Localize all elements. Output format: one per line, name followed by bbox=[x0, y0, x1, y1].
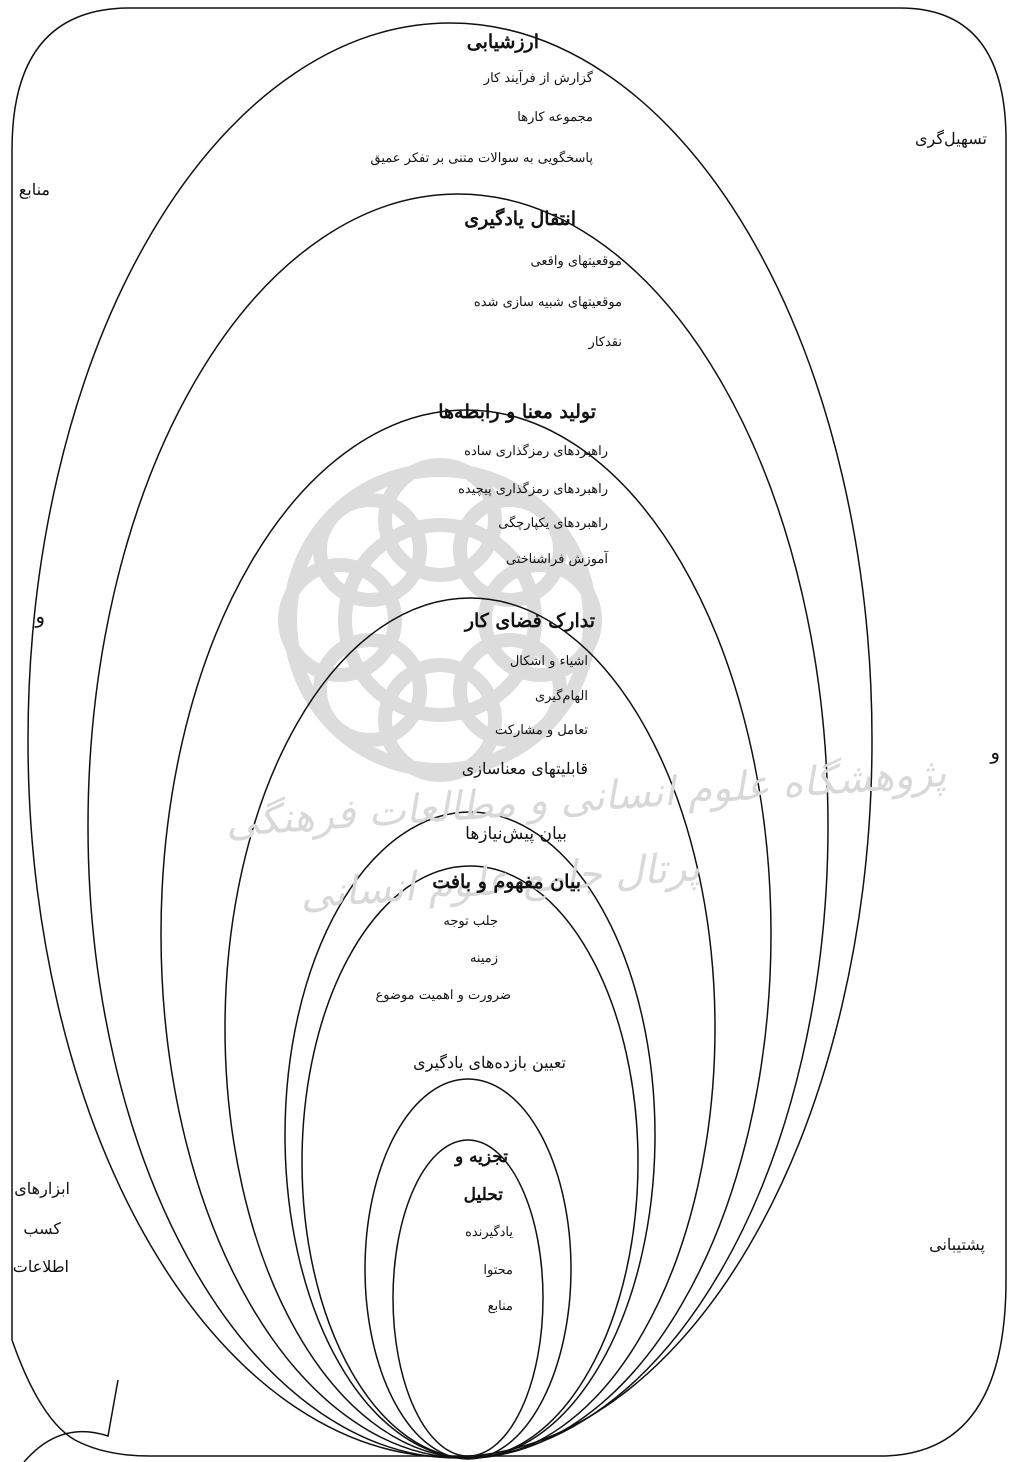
level-concept-item: جلب توجه bbox=[443, 914, 498, 929]
ellipse-concept bbox=[301, 865, 639, 1459]
label-facilitation: تسهیل‌گری bbox=[914, 129, 987, 148]
level-meaning-title: تولید معنا و رابطه‌ها bbox=[438, 401, 596, 423]
level-analysis-title: تجزیه و bbox=[454, 1147, 508, 1167]
level-analysis-item: منابع bbox=[487, 1299, 513, 1314]
level-concept-item: ضرورت و اهمیت موضوع bbox=[375, 988, 511, 1003]
level-workspace-item: الهام‌گیری bbox=[534, 689, 588, 704]
callout-tail bbox=[23, 1379, 119, 1462]
ellipse-analysis bbox=[392, 1139, 544, 1457]
level-transfer-item: نقدکار bbox=[588, 335, 622, 350]
ellipse-outcomes bbox=[364, 1078, 572, 1460]
level-outcomes-title: تعیین بازده‌های یادگیری bbox=[413, 1053, 566, 1072]
level-transfer-item: موقعیتهای واقعی bbox=[530, 254, 622, 269]
level-analysis-title-2: تحلیل bbox=[463, 1185, 503, 1205]
level-evaluation-item: پاسخگویی به سوالات متنی بر تفکر عمیق bbox=[370, 151, 594, 166]
watermark-rosette bbox=[278, 458, 602, 782]
label-tools: ابزارهای bbox=[14, 1179, 70, 1198]
level-evaluation-item: مجموعه کارها bbox=[517, 110, 593, 125]
level-meaning-item: آموزش فراشناختی bbox=[505, 552, 608, 567]
level-workspace-item: تعامل و مشارکت bbox=[495, 723, 588, 738]
level-concept-item: زمینه bbox=[469, 951, 498, 966]
ellipse-evaluation bbox=[27, 22, 873, 1458]
level-analysis-item: محتوا bbox=[483, 1263, 513, 1278]
label-information: اطلاعات bbox=[12, 1257, 69, 1276]
label-resources: منابع bbox=[18, 180, 50, 199]
outer-frame bbox=[11, 7, 1007, 1457]
level-transfer-title: انتقال یادگیری bbox=[464, 208, 576, 230]
label-and-right: و bbox=[990, 740, 1000, 764]
label-and-left: و bbox=[35, 604, 45, 628]
level-meaning-item: راهبردهای رمزگذاری ساده bbox=[464, 444, 608, 459]
level-meaning-item: راهبردهای رمزگذاری پیچیده bbox=[458, 482, 608, 497]
level-analysis-item: یادگیرنده bbox=[465, 1225, 513, 1240]
level-workspace-title: تدارک فضای کار bbox=[464, 610, 595, 632]
label-support: پشتیبانی bbox=[929, 1235, 985, 1254]
level-evaluation-title: ارزشیابی bbox=[466, 31, 539, 53]
level-transfer-item: موقعیتهای شبیه سازی شده bbox=[473, 295, 622, 310]
level-evaluation-item: گزارش از فرآیند کار bbox=[483, 71, 593, 86]
level-meaning-item: راهبردهای یکپارچگی bbox=[498, 516, 608, 531]
label-acquire: کسب bbox=[23, 1219, 61, 1238]
level-workspace-item: اشیاء و اشکال bbox=[509, 654, 588, 669]
level-concept-title: بیان مفهوم و بافت bbox=[432, 871, 581, 893]
level-workspace-item: قابلیتهای معناسازی bbox=[461, 759, 588, 778]
level-prerequisites-title: بیان پیش‌نیازها bbox=[465, 824, 567, 844]
